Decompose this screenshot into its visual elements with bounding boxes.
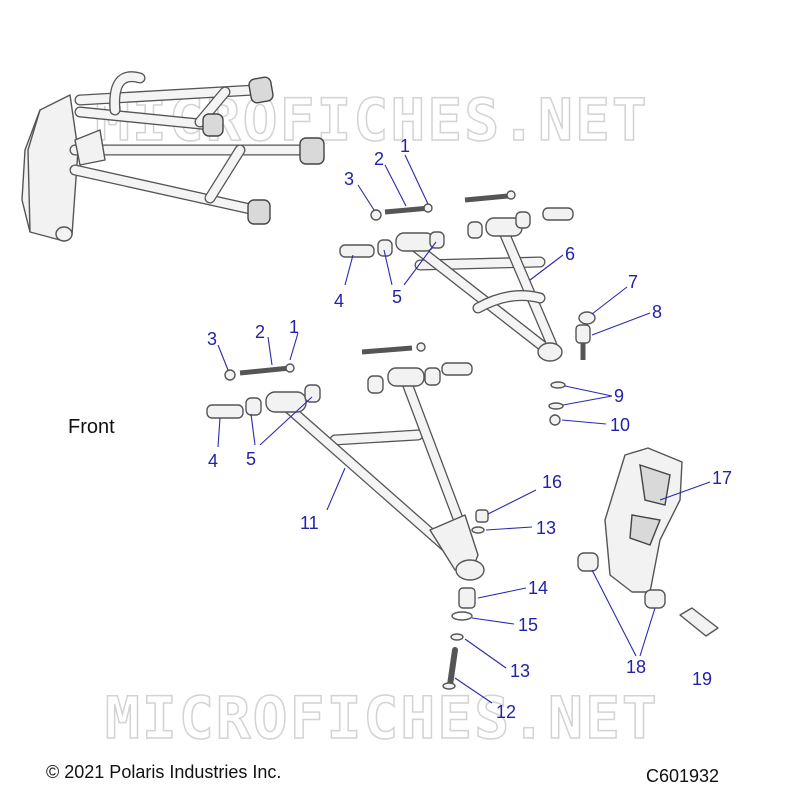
front-orientation-label: Front: [68, 416, 115, 438]
callout-1-lower: 1: [289, 317, 299, 337]
lower-a-arm: [206, 342, 566, 690]
knuckle-assembly: [577, 447, 719, 637]
callout-5: 5: [392, 287, 402, 307]
callout-5-lower: 5: [246, 449, 256, 469]
callout-11: 11: [300, 513, 319, 533]
callout-16: 16: [542, 472, 562, 492]
callout-3: 3: [344, 169, 354, 189]
callout-12: 12: [496, 702, 516, 722]
callout-14: 14: [528, 578, 548, 598]
callout-8: 8: [652, 302, 662, 322]
copyright-notice: © 2021 Polaris Industries Inc.: [46, 762, 282, 782]
callout-15: 15: [518, 615, 538, 635]
callout-10: 10: [610, 415, 630, 435]
callout-4-lower: 4: [208, 451, 218, 471]
callouts: 1 2 3 4 5 6 7 8 9 10 11 12 13 14 15 16 1…: [207, 136, 732, 722]
callout-13-upper: 13: [536, 518, 556, 538]
leader-lines: [217, 154, 711, 704]
callout-3-lower: 3: [207, 329, 217, 349]
watermark-bottom: MICROFICHES.NET: [105, 684, 659, 752]
callout-6: 6: [565, 244, 575, 264]
callout-9: 9: [614, 386, 624, 406]
callout-19: 19: [692, 669, 712, 689]
callout-7: 7: [628, 272, 638, 292]
callout-18: 18: [626, 657, 646, 677]
upper-a-arm: [339, 190, 596, 362]
callout-2: 2: [374, 149, 384, 169]
callout-2-lower: 2: [255, 322, 265, 342]
callout-4: 4: [334, 291, 344, 311]
callout-13-lower: 13: [510, 661, 530, 681]
callout-1: 1: [400, 136, 410, 156]
diagram-code: C601932: [646, 766, 720, 786]
overview-assembly: [21, 71, 325, 242]
callout-17: 17: [712, 468, 732, 488]
